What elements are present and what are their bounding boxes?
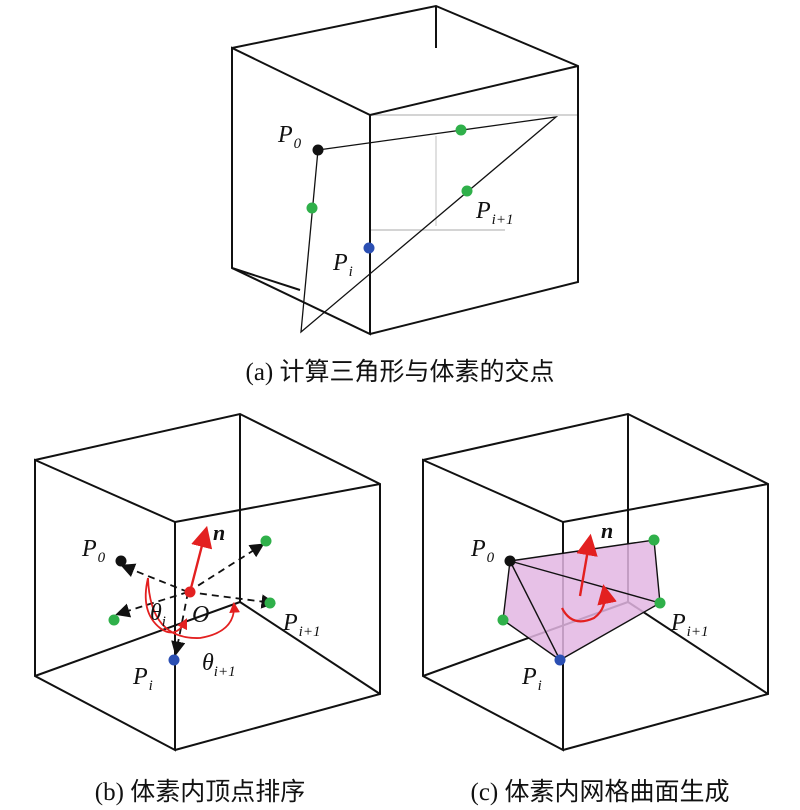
label-n-c: n: [601, 518, 613, 543]
label-n-b: n: [213, 520, 225, 545]
caption-b: (b) 体素内顶点排序: [95, 778, 305, 806]
voxel-cube-b: [34, 412, 381, 752]
direction-arrows-b: [115, 543, 276, 656]
rotation-arc-c: [561, 584, 617, 623]
normal-arrow-b: [188, 525, 213, 593]
point-green-c3: [497, 614, 509, 626]
point-o-b: [184, 586, 196, 598]
point-pi-a: [363, 242, 375, 254]
panel-b: n O P0 Pi+1 Pi θi θi+1 (b) 体素内顶点排序: [34, 412, 381, 806]
label-theta-i-b: θi: [150, 600, 166, 630]
panel-a: P0 Pi+1 Pi (a) 计算三角形与体素的交点: [231, 4, 579, 386]
point-p0-b: [115, 555, 127, 567]
point-green-c1: [648, 534, 660, 546]
point-green-b1: [260, 535, 272, 547]
label-o-b: O: [192, 602, 209, 628]
label-pi1-c: Pi+1: [670, 610, 708, 640]
label-theta-i1-b: θi+1: [202, 650, 236, 680]
normal-arrow-c: [576, 533, 598, 597]
point-pi-c: [554, 654, 566, 666]
label-p0-b: P0: [81, 536, 106, 566]
point-green-b2: [264, 597, 276, 609]
caption-a: (a) 计算三角形与体素的交点: [246, 358, 555, 386]
point-green-c2: [654, 597, 666, 609]
point-green-a1: [455, 124, 467, 136]
mesh-polygon-c: [502, 539, 661, 661]
panel-c: n P0 Pi+1 Pi (c) 体素内网格曲面生成: [422, 412, 769, 806]
label-pi1-b: Pi+1: [282, 610, 320, 640]
point-pi-b: [168, 654, 180, 666]
label-pi1-a: Pi+1: [475, 198, 513, 228]
label-pi-a: Pi: [332, 250, 353, 280]
label-pi-b: Pi: [132, 664, 153, 694]
point-p0-c: [504, 555, 516, 567]
caption-c: (c) 体素内网格曲面生成: [471, 778, 730, 806]
voxel-cube-a: [231, 4, 579, 336]
point-green-b3: [108, 614, 120, 626]
point-green-a2: [461, 185, 473, 197]
label-pi-c: Pi: [521, 664, 542, 694]
triangle-a: [300, 116, 559, 334]
point-green-a3: [306, 202, 318, 214]
angle-arcs-b: [144, 577, 240, 639]
point-p0-a: [312, 144, 324, 156]
label-p0-a: P0: [277, 122, 302, 152]
label-p0-c: P0: [470, 536, 495, 566]
